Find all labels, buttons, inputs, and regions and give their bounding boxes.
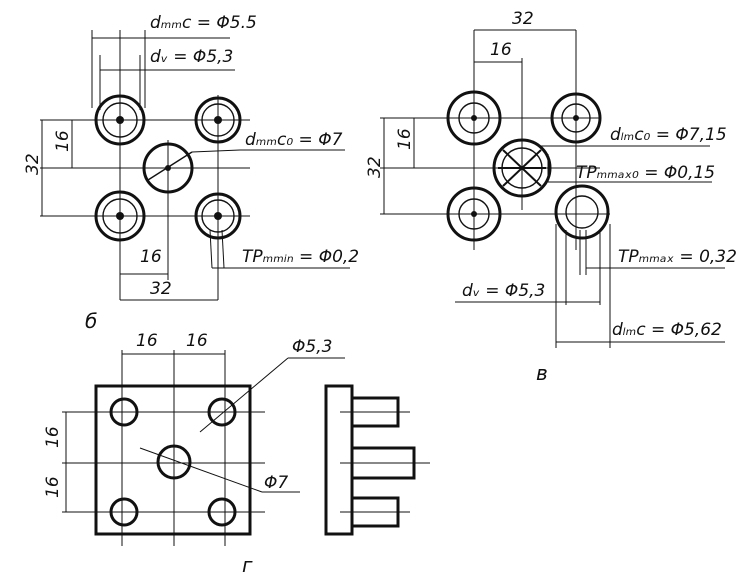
- v-d-lmc-label: dₗₘc = Φ5,62: [612, 320, 722, 340]
- b-tp-label: TPₘₘᵢₙ = Φ0,2: [242, 247, 359, 267]
- g-view-letter: г: [242, 553, 253, 577]
- v-tp-max-label: TPₘₘₐₓ = 0,32: [618, 247, 737, 267]
- v-dim-vert-32: 32: [365, 156, 385, 178]
- b-d-mmc0-label: dₘₘc₀ = Φ7: [245, 130, 343, 150]
- b-hole-bottom-right: [194, 192, 242, 240]
- g-hole-top-right: [207, 397, 237, 427]
- b-hole-top-right: [194, 96, 242, 144]
- v-hole-bottom-left: [446, 186, 502, 242]
- v-view-letter: в: [536, 361, 548, 385]
- b-dim-horiz-32: 32: [150, 279, 172, 299]
- g-side-view: [324, 384, 430, 536]
- b-dim-vert-16: 16: [53, 130, 73, 152]
- g-plate: [94, 384, 252, 536]
- b-dim-horiz-16: 16: [140, 247, 162, 267]
- v-hole-center: [492, 138, 552, 198]
- b-hole-bottom-left: [94, 190, 146, 242]
- view-b: dₘₘc = Φ5.5 dᵥ = Φ5,3 dₘₘc₀ = Φ7 32 16 1…: [23, 13, 359, 333]
- b-hole-top-left: [94, 94, 146, 146]
- v-hole-top-left: [446, 90, 502, 146]
- g-hole-center: [156, 444, 192, 480]
- view-v: 32 16 32 16 dₗₘc₀ = Φ7,15 TPₘₘₐₓ₀ = Φ0,1…: [365, 9, 737, 385]
- v-d-v-label: dᵥ = Φ5,3: [462, 281, 545, 301]
- b-hole-center: [142, 142, 194, 194]
- g-center-hole-label: Φ7: [264, 473, 288, 493]
- g-hole-bottom-right: [207, 497, 237, 527]
- v-hole-top-right: [550, 92, 602, 144]
- v-tp-max0-label: TPₘₘₐₓ₀ = Φ0,15: [576, 163, 715, 183]
- v-dim-top-16: 16: [490, 40, 512, 60]
- g-dim-left-top-16: 16: [43, 426, 63, 448]
- b-view-letter: б: [85, 309, 97, 333]
- v-d-lmc0-label: dₗₘc₀ = Φ7,15: [610, 125, 727, 145]
- v-hole-bottom-right: [554, 184, 610, 240]
- g-hole-top-left: [109, 397, 139, 427]
- b-d-v-label: dᵥ = Φ5,3: [150, 47, 233, 67]
- b-dim-vert-32: 32: [23, 153, 43, 175]
- g-hole-bottom-left: [109, 497, 139, 527]
- g-dim-top-right-16: 16: [186, 331, 208, 351]
- v-dim-vert-16: 16: [395, 128, 415, 150]
- g-dim-top-left-16: 16: [136, 331, 158, 351]
- v-dim-top-32: 32: [512, 9, 534, 29]
- g-small-hole-label: Φ5,3: [292, 337, 332, 357]
- view-g: 16 16 16 16 Φ5,3 Φ7 г: [43, 331, 430, 577]
- g-dim-left-bottom-16: 16: [43, 476, 63, 498]
- b-d-mmc-label: dₘₘc = Φ5.5: [150, 13, 257, 33]
